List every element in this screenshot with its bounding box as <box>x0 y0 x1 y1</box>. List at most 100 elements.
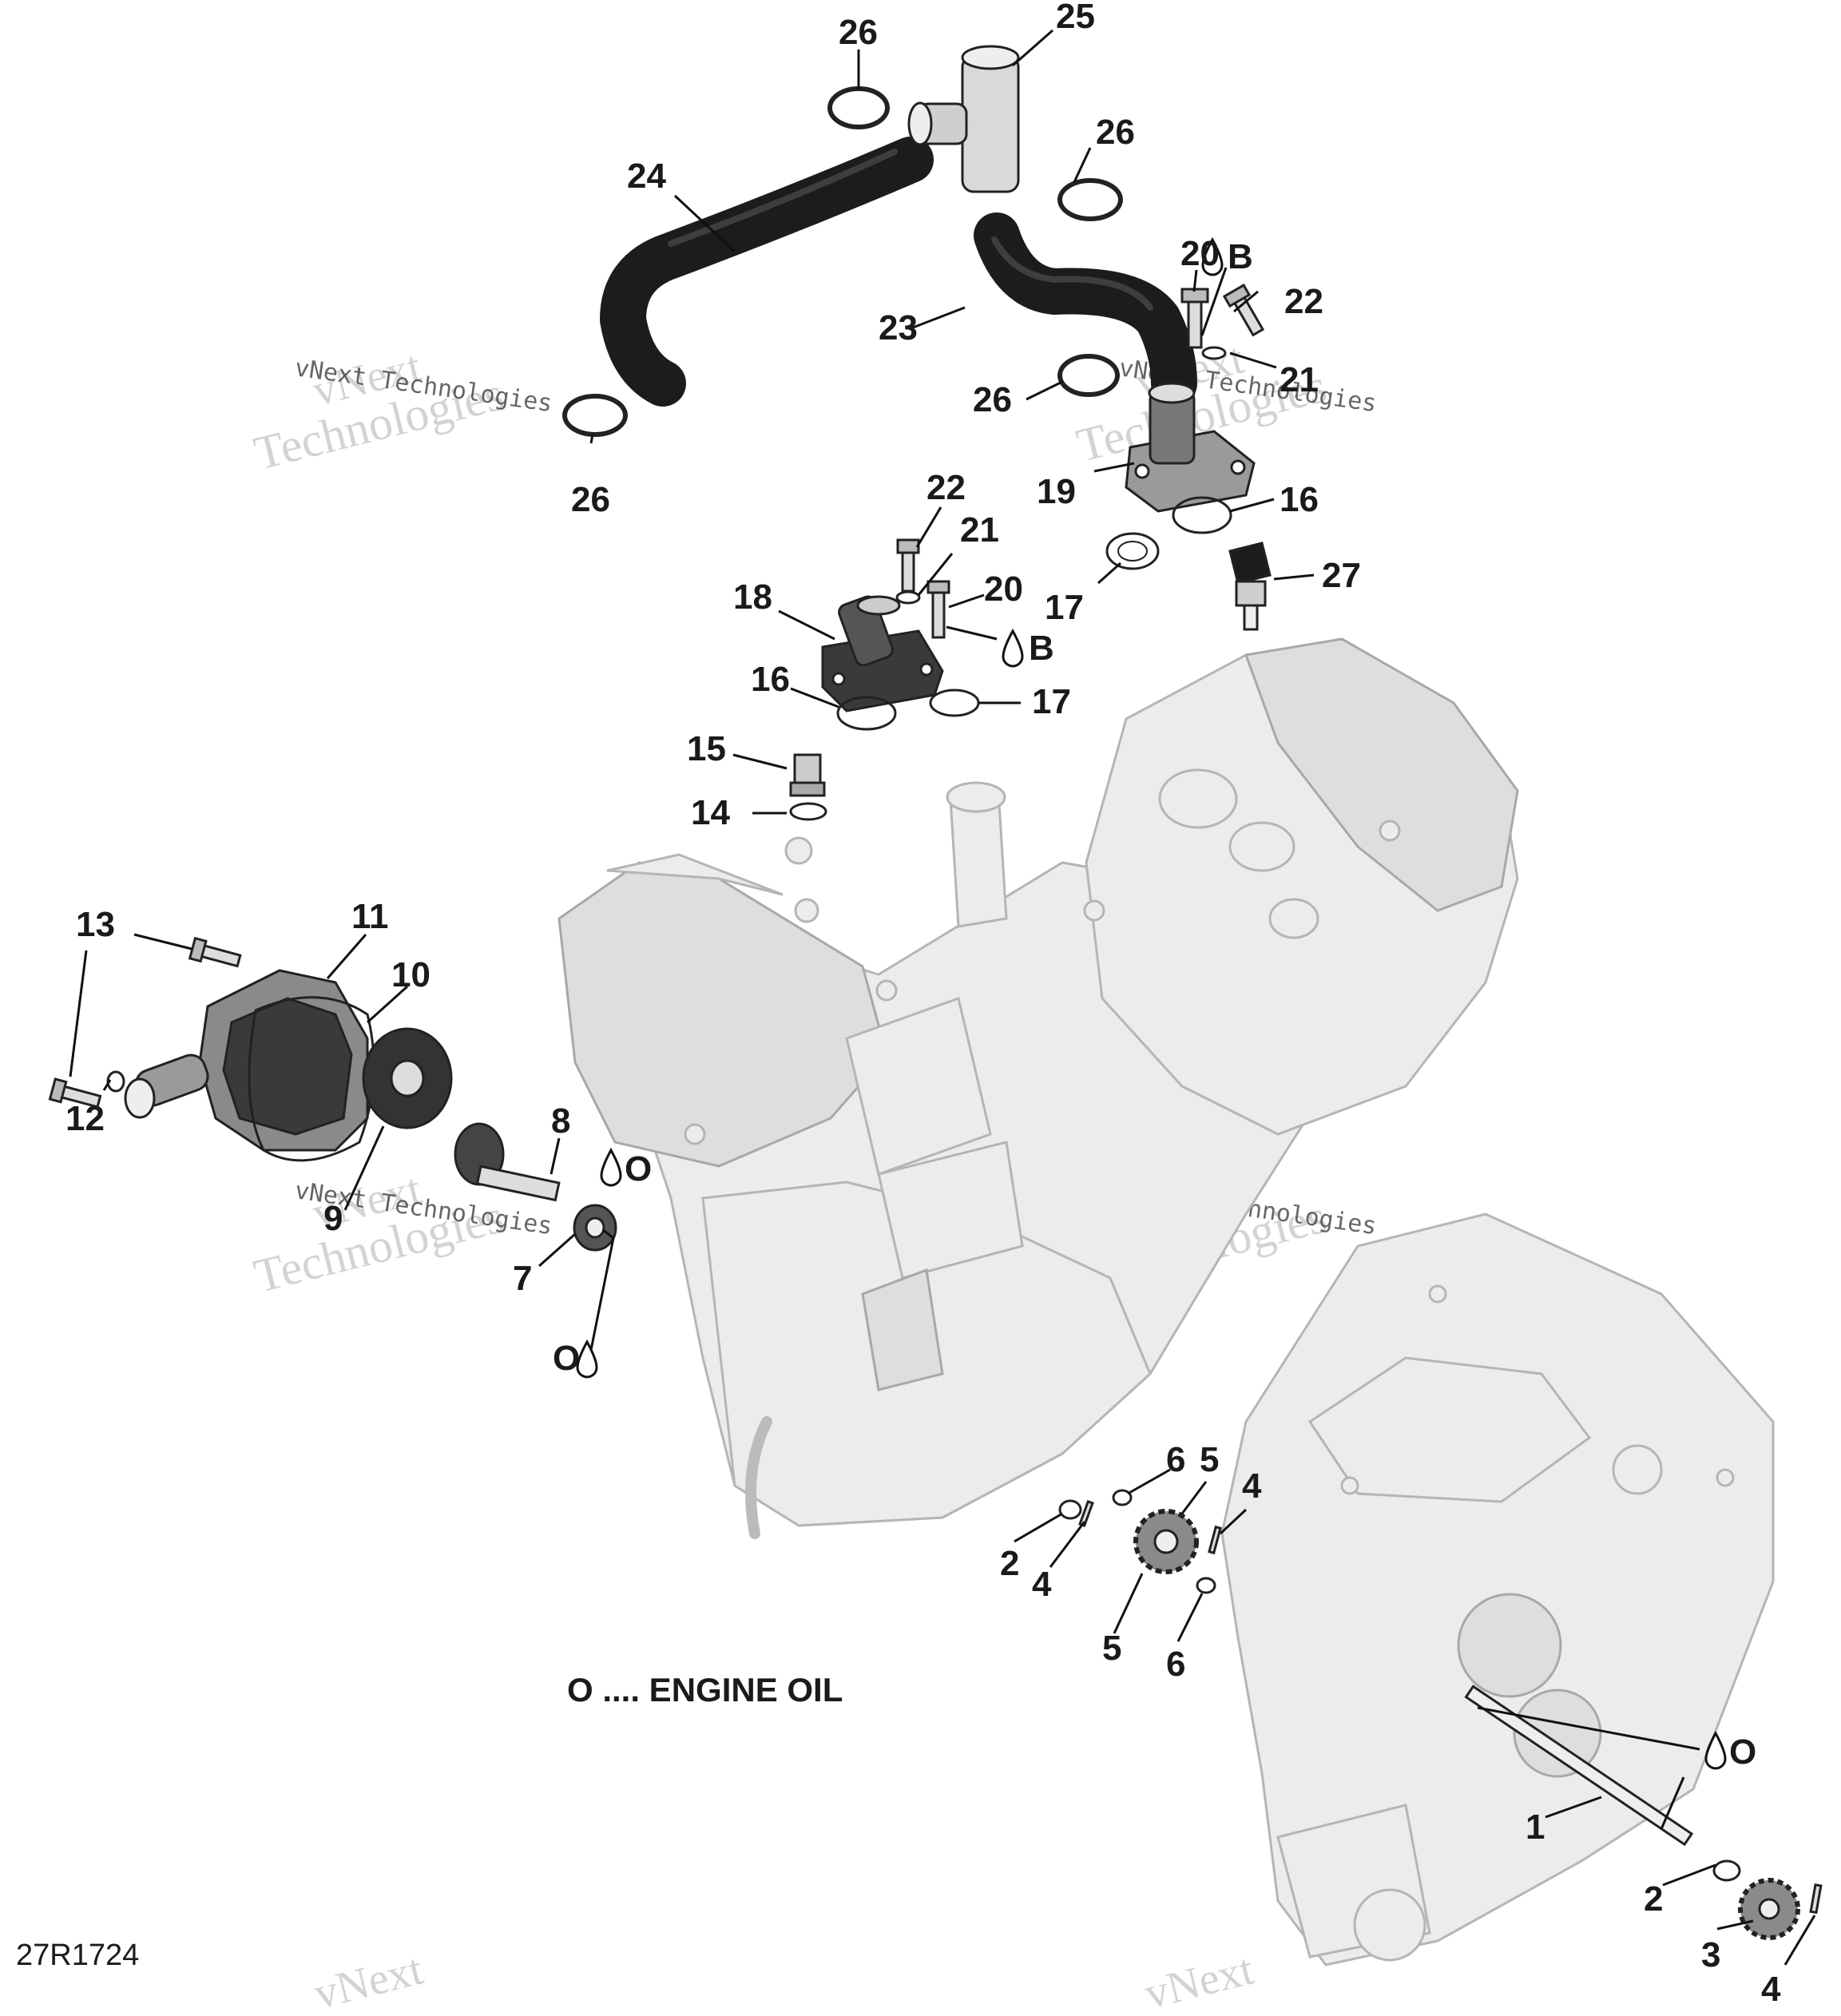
callout-4: 4 <box>1242 1466 1262 1506</box>
washer-21-top <box>1201 346 1227 360</box>
callout-23: 23 <box>879 308 918 347</box>
callout-4: 4 <box>1761 1970 1781 2009</box>
callout-21: 21 <box>960 510 999 550</box>
callout-18: 18 <box>733 577 772 617</box>
callout-26: 26 <box>571 480 610 519</box>
oil-pump-shaft-1 <box>1464 1685 1694 1847</box>
callout-19: 19 <box>1037 472 1076 511</box>
hose-24 <box>600 137 934 407</box>
callout-6: 6 <box>1166 1440 1185 1479</box>
plug-15 <box>789 753 826 797</box>
oil-pump-gears <box>1058 1489 1823 1940</box>
bolt-13-b <box>48 1077 102 1109</box>
drop-icon <box>1704 1730 1727 1770</box>
t-fitting-25 <box>907 45 1020 193</box>
callout-26: 26 <box>839 13 878 52</box>
callout-26: 26 <box>1096 113 1135 152</box>
drop-icon <box>600 1147 622 1187</box>
lube-code-oil: O <box>625 1149 652 1189</box>
callout-4: 4 <box>1032 1565 1052 1604</box>
retaining-ring-6-lower <box>1196 1577 1216 1594</box>
hose-clamp-26-d <box>562 394 628 437</box>
callout-12: 12 <box>65 1099 105 1138</box>
callout-2: 2 <box>1000 1544 1019 1583</box>
crankcase-half-ghost <box>1220 1212 1775 1966</box>
retaining-ring-6-upper <box>1112 1489 1133 1506</box>
bolt-13-a <box>188 936 242 968</box>
water-pump-housing-11 <box>124 969 369 1152</box>
lube-code-b: B <box>1228 237 1253 276</box>
callout-21: 21 <box>1280 360 1319 399</box>
o-ring-16-lower <box>836 696 897 731</box>
bolt-20-lower <box>926 580 950 639</box>
watermark-line1: vNext <box>310 1944 428 2016</box>
washer-14 <box>789 802 827 821</box>
callout-13: 13 <box>76 905 115 944</box>
legend-note: O .... ENGINE OIL <box>567 1671 843 1708</box>
callout-7: 7 <box>513 1259 532 1298</box>
washer-21-lower <box>895 590 921 605</box>
water-outlet-18 <box>821 595 944 712</box>
callout-3: 3 <box>1701 1935 1720 1974</box>
callout-25: 25 <box>1056 0 1095 36</box>
water-pump-assembly <box>48 936 617 1252</box>
callout-2: 2 <box>1644 1879 1663 1919</box>
pump-shaft-8 <box>454 1122 561 1202</box>
callout-9: 9 <box>323 1199 343 1238</box>
lube-code-oil: O <box>553 1339 580 1378</box>
callout-5: 5 <box>1200 1440 1219 1479</box>
temperature-sensor-27 <box>1228 542 1272 631</box>
callout-22: 22 <box>926 468 966 507</box>
gasket-17-lower <box>929 689 980 717</box>
outlet-fittings <box>789 283 1272 821</box>
callout-17: 17 <box>1045 588 1084 627</box>
callout-22: 22 <box>1284 282 1323 321</box>
hose-clamp-26-a <box>827 86 890 129</box>
lube-code-oil: O <box>1729 1732 1756 1772</box>
hose-clamp-26-c <box>1057 354 1120 397</box>
water-outlet-19 <box>1125 382 1256 513</box>
o-ring-16-top <box>1172 496 1232 534</box>
callout-20: 20 <box>984 569 1023 609</box>
callout-numbers: 26 25 26 24 23 26 26 20 22 21 19 16 17 2… <box>65 0 1781 2009</box>
bolt-20-top <box>1180 288 1209 349</box>
gasket-10 <box>248 996 375 1162</box>
bolt-22-lower <box>896 538 920 593</box>
callout-10: 10 <box>391 955 430 994</box>
hose-23 <box>974 212 1197 407</box>
lubricant-symbols: B B O O O <box>553 236 1756 1772</box>
washer-2-middle <box>1058 1499 1082 1520</box>
callout-17: 17 <box>1032 682 1071 721</box>
coolant-hoses <box>562 45 1197 437</box>
gear-5 <box>1133 1509 1199 1574</box>
drop-icon <box>1201 236 1224 276</box>
watermark-line1: vNext <box>1141 1944 1259 2016</box>
callout-27: 27 <box>1322 556 1361 595</box>
callout-8: 8 <box>551 1101 570 1141</box>
figure-code: 27R1724 <box>16 1939 139 1972</box>
callout-15: 15 <box>687 729 726 768</box>
hose-clamp-26-b <box>1057 178 1123 221</box>
callout-5: 5 <box>1102 1629 1121 1668</box>
bolt-22-top <box>1222 283 1265 337</box>
lube-code-b: B <box>1029 629 1054 668</box>
seal-7 <box>573 1204 617 1252</box>
callout-16: 16 <box>1280 480 1319 519</box>
pin-4-b <box>1208 1525 1222 1555</box>
impeller-9 <box>362 1027 453 1129</box>
drop-icon <box>576 1339 598 1379</box>
pin-4-a <box>1078 1499 1094 1528</box>
callout-14: 14 <box>691 793 730 832</box>
callout-6: 6 <box>1166 1645 1185 1684</box>
gasket-17-top <box>1105 532 1160 570</box>
callout-1: 1 <box>1526 1808 1545 1847</box>
callout-20: 20 <box>1180 234 1220 273</box>
washer-2-bottom <box>1712 1859 1741 1882</box>
drop-icon <box>1002 628 1024 668</box>
engine-block-ghost <box>557 637 1519 1539</box>
callout-24: 24 <box>627 157 666 196</box>
washer-12 <box>106 1070 125 1093</box>
leader-lines <box>69 29 1816 1966</box>
callout-26: 26 <box>973 380 1012 419</box>
